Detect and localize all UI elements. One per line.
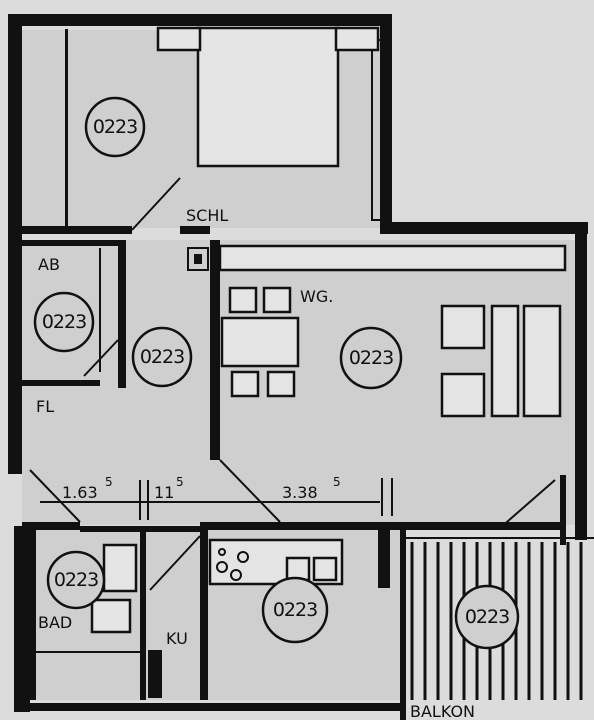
room-label-balkon: BALKON bbox=[410, 702, 475, 720]
svg-text:0223: 0223 bbox=[42, 311, 86, 333]
svg-text:5: 5 bbox=[105, 475, 113, 489]
room-label-fl: FL bbox=[36, 397, 54, 416]
room-label-wg: WG. bbox=[300, 287, 333, 306]
svg-text:0223: 0223 bbox=[54, 569, 98, 591]
dimension-2: 11 5 bbox=[154, 475, 184, 502]
room-badge-balkon: 0223 bbox=[454, 584, 520, 650]
svg-text:5: 5 bbox=[333, 475, 341, 489]
dimension-1: 1.63 5 bbox=[62, 475, 113, 502]
dimension-3: 3.38 5 bbox=[282, 475, 341, 502]
room-label-schl: SCHL bbox=[186, 206, 228, 225]
middle-wall bbox=[22, 522, 560, 588]
svg-text:0223: 0223 bbox=[140, 346, 184, 368]
dining-table bbox=[220, 286, 300, 398]
bed bbox=[156, 26, 380, 168]
svg-text:11: 11 bbox=[154, 483, 174, 502]
room-badge-schl: 0223 bbox=[84, 96, 146, 158]
svg-text:1.63: 1.63 bbox=[62, 483, 98, 502]
room-badge-fl: 0223 bbox=[131, 326, 193, 388]
svg-text:0223: 0223 bbox=[273, 599, 317, 621]
bathroom-fixtures bbox=[30, 530, 146, 700]
svg-text:3.38: 3.38 bbox=[282, 483, 318, 502]
svg-text:0223: 0223 bbox=[93, 116, 137, 138]
closet-ab bbox=[22, 240, 126, 388]
sofa-set bbox=[440, 304, 562, 418]
svg-text:0223: 0223 bbox=[465, 606, 509, 628]
room-badge-ku: 0223 bbox=[261, 576, 329, 644]
room-badge-ab: 0223 bbox=[33, 291, 95, 353]
room-label-ab: AB bbox=[38, 255, 60, 274]
room-label-bad: BAD bbox=[38, 613, 72, 632]
room-badge-bad: 0223 bbox=[46, 550, 106, 610]
svg-text:0223: 0223 bbox=[349, 347, 393, 369]
svg-text:5: 5 bbox=[176, 475, 184, 489]
room-label-ku: KU bbox=[166, 629, 188, 648]
room-badge-wg: 0223 bbox=[339, 326, 403, 390]
kitchen-fixtures bbox=[148, 530, 344, 700]
